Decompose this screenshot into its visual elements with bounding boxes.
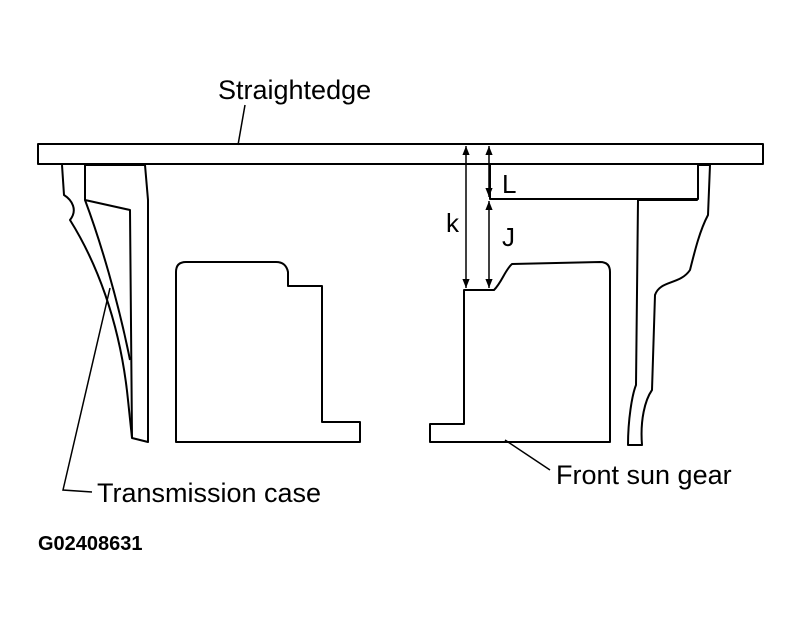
case-left-inner-wall — [84, 164, 149, 443]
transmission-case-label: Transmission case — [97, 478, 321, 508]
straightedge-label: Straightedge — [218, 75, 371, 105]
front-sun-gear-label: Front sun gear — [556, 460, 732, 490]
dimension-l-label: L — [502, 169, 516, 199]
leader-straightedge — [237, 104, 246, 146]
transmission-case-right — [627, 164, 711, 446]
case-right-wall — [627, 164, 711, 446]
dimension-j-label: J — [502, 222, 515, 252]
figure-code: G02408631 — [38, 533, 143, 555]
leader-transmission-case — [62, 287, 111, 493]
transmission-case-left — [61, 164, 149, 443]
case-left-inner-profile — [84, 199, 131, 361]
reference-block — [489, 163, 699, 200]
dimension-k-label: k — [446, 208, 460, 238]
leader-front-sun-gear — [504, 439, 551, 471]
straightedge-bar — [37, 143, 764, 165]
case-left-outer-profile — [61, 164, 133, 439]
front-sun-gear — [429, 261, 611, 443]
gear-body-left — [175, 261, 361, 443]
